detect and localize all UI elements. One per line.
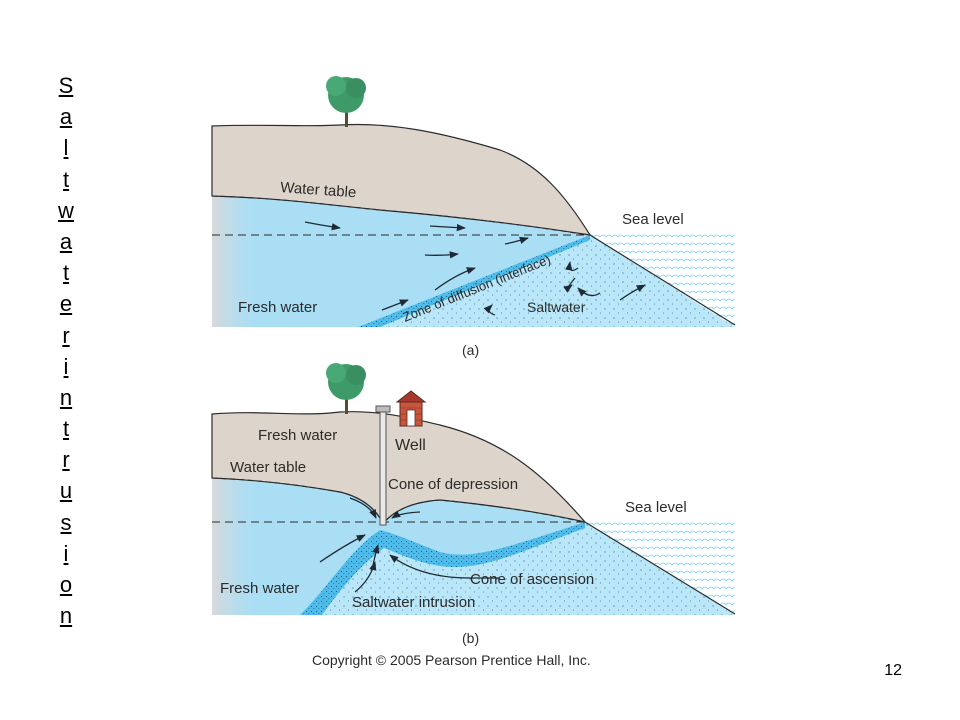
title-letter: i	[63, 353, 69, 379]
title-letter: l	[63, 135, 69, 161]
title-letter: a	[59, 228, 73, 254]
saltwater-label-a: Saltwater	[527, 299, 586, 315]
saltwater-intrusion-label-b: Saltwater intrusion	[352, 594, 475, 611]
interface-zone-b	[300, 522, 585, 615]
title-letter: t	[62, 260, 70, 286]
flow-arrows-a	[304, 221, 646, 316]
cone-ascension-label-b: Cone of ascension	[470, 571, 594, 588]
fresh-water-top-label-b: Fresh water	[258, 427, 337, 444]
well-icon	[375, 405, 391, 526]
water-table-label-a: Water table	[280, 179, 357, 201]
sea-level-label-b: Sea level	[625, 499, 687, 516]
tree-icon	[326, 363, 366, 414]
caption-b: (b)	[462, 630, 479, 646]
panel-a: Water table Sea level Fresh water Zone o…	[211, 76, 736, 358]
fresh-water-label-b: Fresh water	[220, 580, 299, 597]
water-table-label-b: Water table	[230, 459, 306, 476]
title-letter: e	[59, 291, 73, 317]
title-letter: o	[59, 572, 73, 597]
flow-arrows-b	[319, 497, 471, 593]
tree-icon	[326, 76, 366, 127]
interface-zone-a	[358, 235, 590, 327]
caption-a: (a)	[462, 342, 479, 358]
title-letter: n	[59, 603, 73, 629]
title-letter: t	[62, 416, 70, 442]
panel-b: Fresh water Well Water table Cone of dep…	[211, 363, 736, 646]
title-letter: t	[62, 166, 70, 192]
title-letter: s	[60, 509, 72, 535]
copyright-text: Copyright © 2005 Pearson Prentice Hall, …	[312, 652, 591, 668]
pump-house-icon	[395, 390, 427, 427]
title-letter: r	[62, 322, 70, 348]
title-letter: w	[58, 197, 74, 223]
title-letter: n	[59, 384, 73, 410]
title-letter: a	[59, 104, 73, 130]
water-table-line-a	[211, 195, 589, 236]
title-letter: u	[59, 478, 73, 504]
saltwater-b	[300, 522, 735, 615]
page-number: 12	[884, 662, 902, 679]
land-a	[211, 123, 592, 236]
title-letter: r	[62, 447, 70, 473]
title-letter: S	[58, 73, 74, 98]
title-letter: i	[63, 540, 69, 566]
fresh-water-label-a: Fresh water	[238, 299, 317, 316]
cone-depression-label-b: Cone of depression	[388, 476, 518, 493]
well-label-b: Well	[395, 437, 426, 454]
saltwater-a	[358, 235, 735, 327]
sea-level-label-a: Sea level	[622, 211, 684, 228]
